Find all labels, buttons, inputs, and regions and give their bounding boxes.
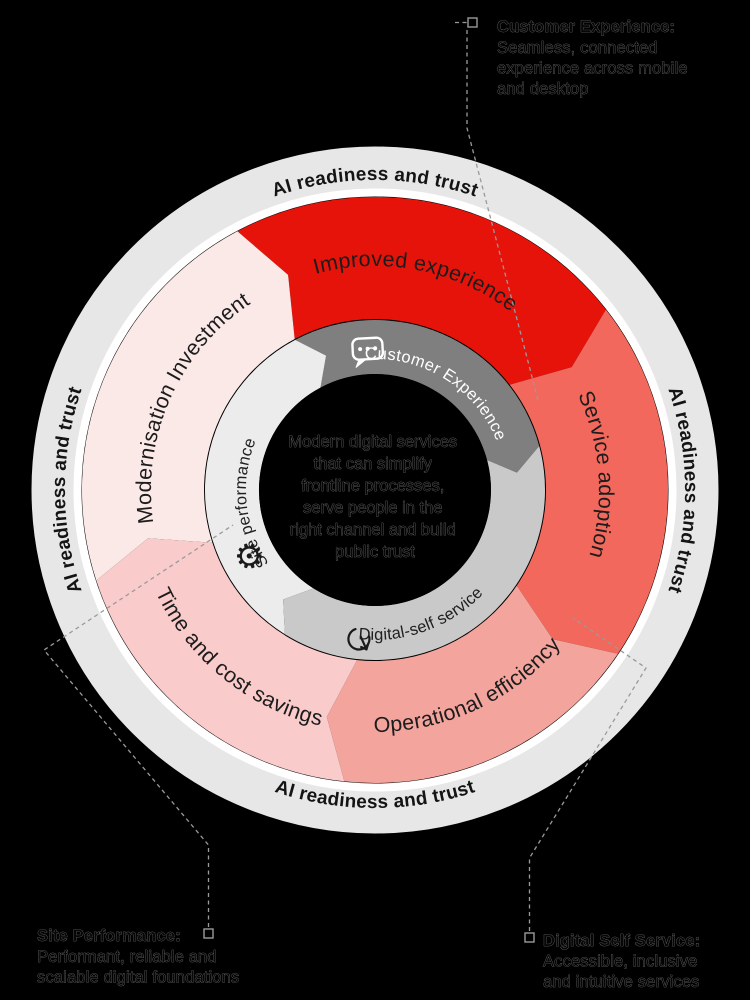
tap-icon	[347, 627, 371, 651]
gap-ring	[73, 188, 677, 792]
callout-marker-site-performance	[203, 928, 214, 939]
callout-digital-self-service-line: and intuitive services	[543, 973, 699, 991]
callout-site-performance-line: Performant, reliable and	[37, 948, 217, 966]
callout-customer-experience-line: and desktop	[497, 80, 589, 98]
segment-time-cost-savings	[96, 538, 358, 782]
callout-customer-experience-line: Seamless, connected	[497, 39, 658, 57]
callout-customer-experience: Customer Experience: Seamless, connected…	[497, 18, 688, 99]
segment-modernisation-investment	[81, 231, 295, 581]
callout-digital-self-service-line: Accessible, inclusive	[543, 953, 697, 971]
center-circle	[259, 374, 491, 606]
inner-segment-digital-self-service	[283, 446, 546, 661]
callout-site-performance-line: scalable digital foundations	[37, 969, 239, 987]
callout-digital-self-service: Digital Self Service: Accessible, inclus…	[543, 932, 701, 992]
segment-improved-experience	[237, 196, 606, 385]
callout-site-performance: Site Performance: Performant, reliable a…	[37, 927, 240, 987]
leader-line-digital-self-service	[524, 617, 647, 943]
leader-line-customer-experience	[455, 17, 539, 401]
callout-site-performance-title: Site Performance:	[37, 927, 181, 945]
inner-segment-site-performance	[204, 339, 327, 635]
segment-service-adoption	[509, 309, 668, 654]
segment-operational-efficiency	[326, 585, 618, 783]
callout-customer-experience-title: Customer Experience:	[497, 18, 675, 36]
callout-customer-experience-line: experience across mobile	[497, 60, 688, 78]
callout-digital-self-service-title: Digital Self Service:	[543, 932, 700, 950]
callout-marker-customer-experience	[467, 17, 478, 28]
callout-marker-digital-self-service	[524, 932, 535, 943]
outer-ring	[31, 146, 719, 834]
leader-line-site-performance	[43, 524, 234, 939]
chat-bubble-icon	[351, 336, 385, 368]
center-text: Modern digital services that can simplif…	[288, 433, 461, 561]
